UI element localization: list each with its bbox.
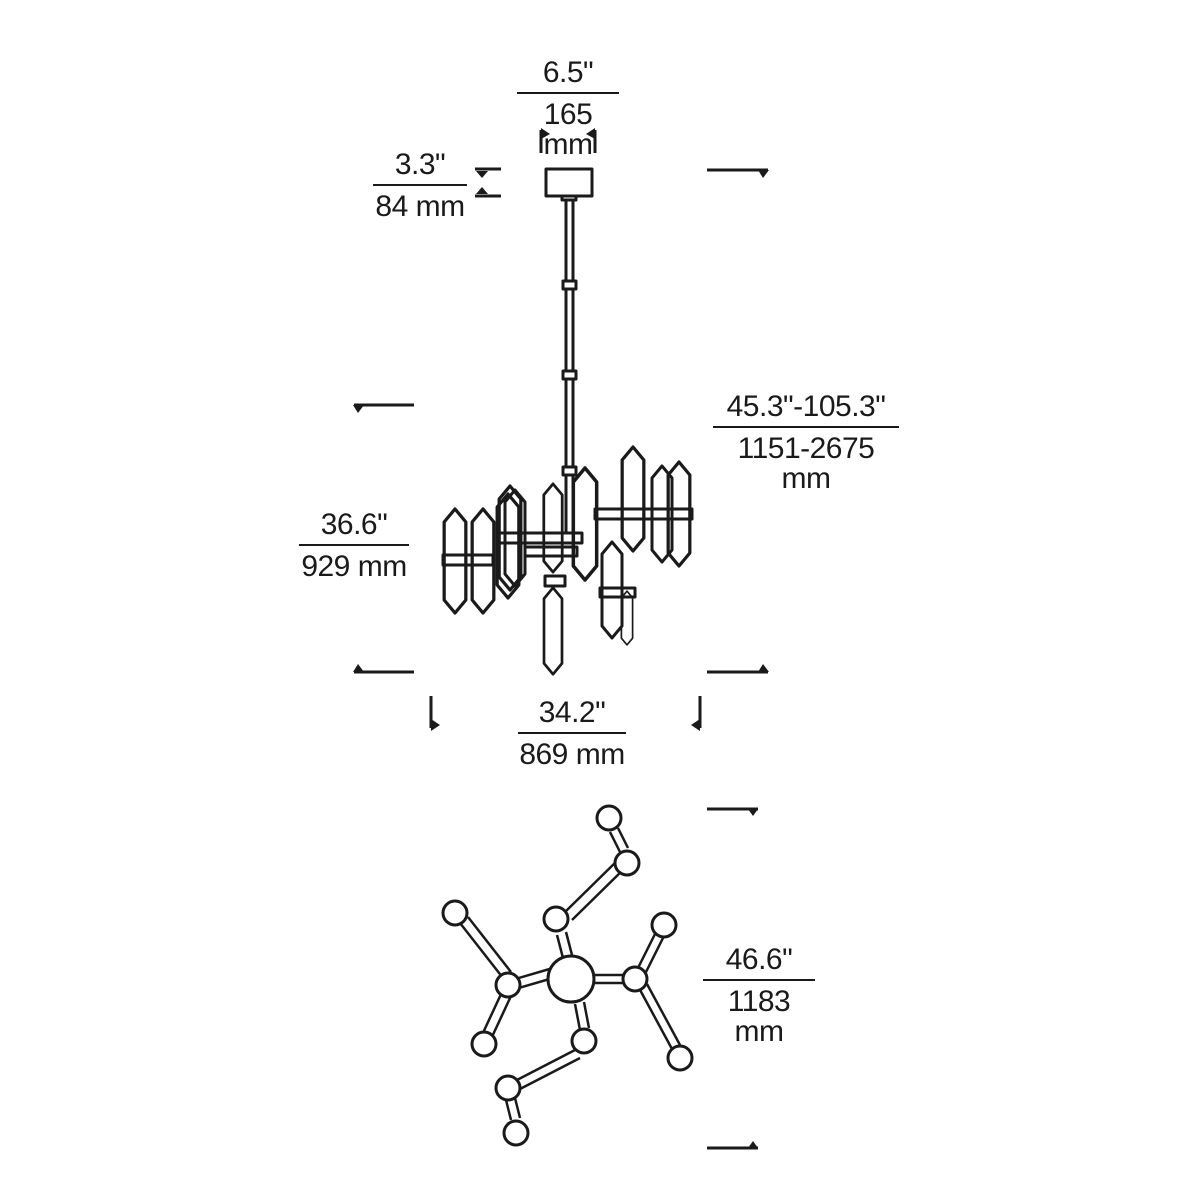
fixture-width-markers (429, 696, 702, 731)
fraction-rule (373, 184, 467, 186)
plan-diameter-metric: 1183 mm (727, 985, 791, 1048)
overall-height-label: 45.3"-105.3" 1151-2675 mm (713, 392, 899, 494)
plan-view (441, 804, 694, 1147)
fixture-height-markers (353, 403, 414, 674)
overall-height-imperial: 45.3"-105.3" (726, 390, 886, 423)
overall-height-markers (707, 168, 769, 674)
canopy-width-imperial: 6.5" (542, 56, 594, 89)
plan-diameter-label: 46.6" 1183 mm (703, 945, 815, 1047)
fixture-width-imperial: 34.2" (538, 696, 606, 729)
canopy-height-imperial: 3.3" (394, 148, 446, 181)
plan-hub (546, 954, 596, 1004)
canopy-height-metric: 84 mm (375, 190, 465, 223)
fixture-height-imperial: 36.6" (320, 508, 388, 541)
fraction-rule (703, 979, 815, 981)
canopy-width-metric: 165 mm (543, 98, 593, 161)
fraction-rule (713, 426, 899, 428)
fraction-rule (517, 92, 619, 94)
fraction-rule (518, 732, 626, 734)
canopy-width-label: 6.5" 165 mm (517, 58, 619, 160)
fixture-height-label: 36.6" 929 mm (299, 510, 409, 582)
canopy-height-label: 3.3" 84 mm (373, 150, 467, 222)
fixture-width-label: 34.2" 869 mm (518, 698, 626, 770)
canopy (544, 167, 594, 198)
canopy-height-markers (475, 167, 501, 198)
plan-diameter-markers (707, 807, 758, 1150)
overall-height-metric: 1151-2675 mm (737, 432, 875, 495)
canopy-width-markers (539, 128, 597, 153)
fixture-width-metric: 869 mm (519, 738, 625, 771)
plan-diameter-imperial: 46.6" (725, 943, 793, 976)
fraction-rule (299, 544, 409, 546)
fixture-height-metric: 929 mm (301, 550, 407, 583)
elevation-view (441, 167, 694, 676)
